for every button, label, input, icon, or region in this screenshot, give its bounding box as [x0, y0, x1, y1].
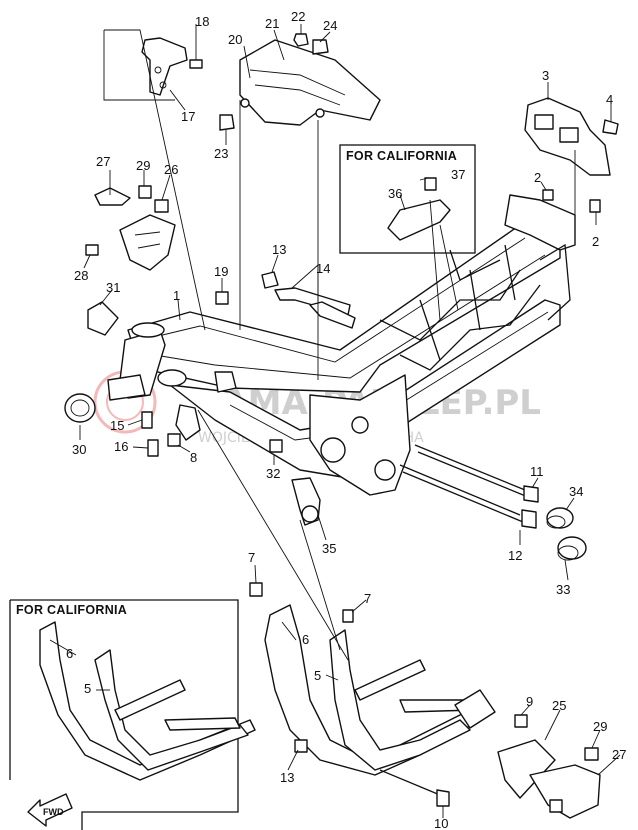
cover-20-21 — [219, 33, 381, 131]
callout-21: 21 — [265, 16, 279, 31]
callout-31: 31 — [106, 280, 120, 295]
callout-2b: 2 — [592, 234, 599, 249]
callout-34: 34 — [569, 484, 583, 499]
callout-32: 32 — [266, 466, 280, 481]
callout-1: 1 — [173, 288, 180, 303]
callout-24: 24 — [323, 18, 337, 33]
callout-15: 15 — [110, 418, 124, 433]
callout-23: 23 — [214, 146, 228, 161]
callout-18: 18 — [195, 14, 209, 29]
bolts-13-14 — [215, 271, 356, 329]
callout-27b: 27 — [612, 747, 626, 762]
callout-5b: 5 — [314, 668, 321, 683]
fwd-arrow: FWD — [27, 793, 73, 827]
california-label-top: FOR CALIFORNIA — [346, 149, 457, 163]
callout-6b: 6 — [302, 632, 309, 647]
callout-22: 22 — [291, 9, 305, 24]
callout-28: 28 — [74, 268, 88, 283]
callout-14: 14 — [316, 261, 330, 276]
callout-36: 36 — [388, 186, 402, 201]
callout-17: 17 — [181, 109, 195, 124]
leader-lines — [49, 24, 621, 818]
caps-30-31 — [64, 301, 119, 423]
callout-27a: 27 — [96, 154, 110, 169]
callout-12: 12 — [508, 548, 522, 563]
callout-10: 10 — [434, 816, 448, 830]
callout-29a: 29 — [136, 158, 150, 173]
callout-11: 11 — [530, 464, 544, 479]
rear-bracket-3 — [524, 97, 619, 213]
callout-9: 9 — [526, 694, 533, 709]
california-box-top: FOR CALIFORNIA — [339, 144, 476, 254]
long-bolts-11-12 — [399, 444, 539, 529]
seat-lock-26-27 — [85, 185, 176, 271]
bolts-15-16 — [107, 374, 181, 457]
caps-33-34 — [546, 507, 587, 561]
california-box-bottom: FOR CALIFORNIA — [9, 599, 256, 830]
callout-5a: 5 — [84, 681, 91, 696]
callout-19: 19 — [214, 264, 228, 279]
main-frame — [119, 194, 576, 496]
california-label-bottom: FOR CALIFORNIA — [16, 603, 127, 617]
callout-2a: 2 — [534, 170, 541, 185]
callout-16: 16 — [114, 439, 128, 454]
callout-30: 30 — [72, 442, 86, 457]
callout-7a: 7 — [248, 550, 255, 565]
bracket-17-18 — [141, 37, 203, 96]
callout-33: 33 — [556, 582, 570, 597]
callout-7b: 7 — [364, 591, 371, 606]
callout-13b: 13 — [280, 770, 294, 785]
callout-4: 4 — [606, 92, 613, 107]
callout-26: 26 — [164, 162, 178, 177]
rear-lower-frame — [249, 582, 601, 819]
parts-32-35 — [269, 439, 321, 526]
callout-13a: 13 — [272, 242, 286, 257]
callout-numbers: 18 17 21 22 24 20 23 3 4 37 36 2 2 27 29… — [66, 9, 626, 830]
callout-8: 8 — [190, 450, 197, 465]
callout-20: 20 — [228, 32, 242, 47]
fwd-label: FWD — [43, 807, 64, 817]
callout-37: 37 — [451, 167, 465, 182]
callout-25: 25 — [552, 698, 566, 713]
callout-29b: 29 — [593, 719, 607, 734]
callout-35: 35 — [322, 541, 336, 556]
callout-3: 3 — [542, 68, 549, 83]
callout-6a: 6 — [66, 646, 73, 661]
